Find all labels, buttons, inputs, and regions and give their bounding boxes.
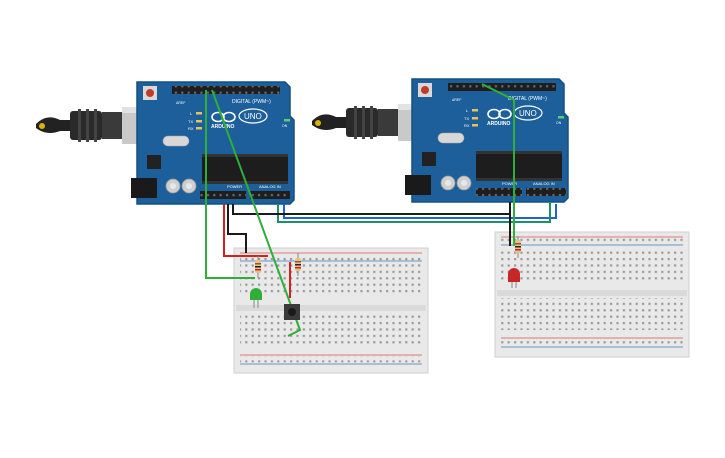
on-led-2 [558,116,564,119]
wire-black-gnd[interactable] [227,204,247,253]
analog-header-2 [526,188,566,196]
breadboard-left[interactable] [233,247,429,374]
crystal-2 [437,132,465,144]
rx-label-1: RX [188,126,194,131]
aref-label-1: AREF [176,101,185,105]
tx-label-2: TX [464,116,469,121]
digital-label-1: DIGITAL (PWM~) [232,99,271,105]
resistor-right[interactable] [515,236,521,258]
model-text-1: UNO [244,112,262,121]
digital-header-1 [172,86,280,94]
breadboard-right[interactable] [494,231,690,358]
aref-label-2: AREF [452,98,461,102]
analog-header-1 [250,191,290,199]
arduino-board-1[interactable]: DIGITAL (PWM~) AREF L TX RX ARDUINO UNO … [36,81,295,205]
regulator-2 [422,152,436,166]
wire-blue[interactable] [283,204,557,219]
l-label-1: L [190,111,193,116]
digital-label-2: DIGITAL (PWM~) [508,96,547,102]
power-jack-2 [405,175,431,195]
resistor-led-left[interactable] [255,256,261,278]
on-led-1 [284,119,290,122]
power-label-2: POWER [502,181,517,186]
resistor-button[interactable] [295,253,301,276]
power-header-2 [476,188,522,196]
wire-green-right[interactable] [481,83,515,246]
model-text-2: UNO [519,109,537,118]
analog-label-1: ANALOG IN [259,184,281,189]
arduino-board-2[interactable]: DIGITAL (PWM~) AREF L TX RX ARDUINO UNO … [312,78,569,203]
tx-label-1: TX [188,119,193,124]
reset-button-2[interactable] [418,83,432,97]
led-red[interactable] [508,268,520,288]
wire-green-button[interactable] [211,89,302,337]
wire-black-link[interactable] [232,202,511,215]
logo-text-1: ARDUINO [211,124,234,130]
l-label-2: L [466,108,469,113]
rx-label-2: RX [464,123,470,128]
status-leds-1 [196,112,202,130]
led-green[interactable] [250,288,262,308]
capacitors-1 [165,178,197,194]
crystal-1 [162,135,190,147]
power-label-1: POWER [227,184,242,189]
on-label-1: ON [282,124,288,128]
digital-header-2 [448,83,556,91]
power-jack-1 [131,178,157,198]
status-leds-2 [472,109,478,127]
on-label-2: ON [556,121,562,125]
logo-text-2: ARDUINO [487,121,510,127]
wire-green-led[interactable] [205,90,255,279]
analog-label-2: ANALOG IN [533,181,555,186]
wire-red-5v[interactable] [223,204,268,257]
atmega-chip-2 [476,151,562,181]
reset-button-1[interactable] [143,86,157,100]
arduino-logo-1 [211,108,268,124]
regulator-1 [147,155,161,169]
capacitors-2 [440,175,472,191]
pushbutton[interactable] [284,304,300,320]
power-header-1 [200,191,246,199]
